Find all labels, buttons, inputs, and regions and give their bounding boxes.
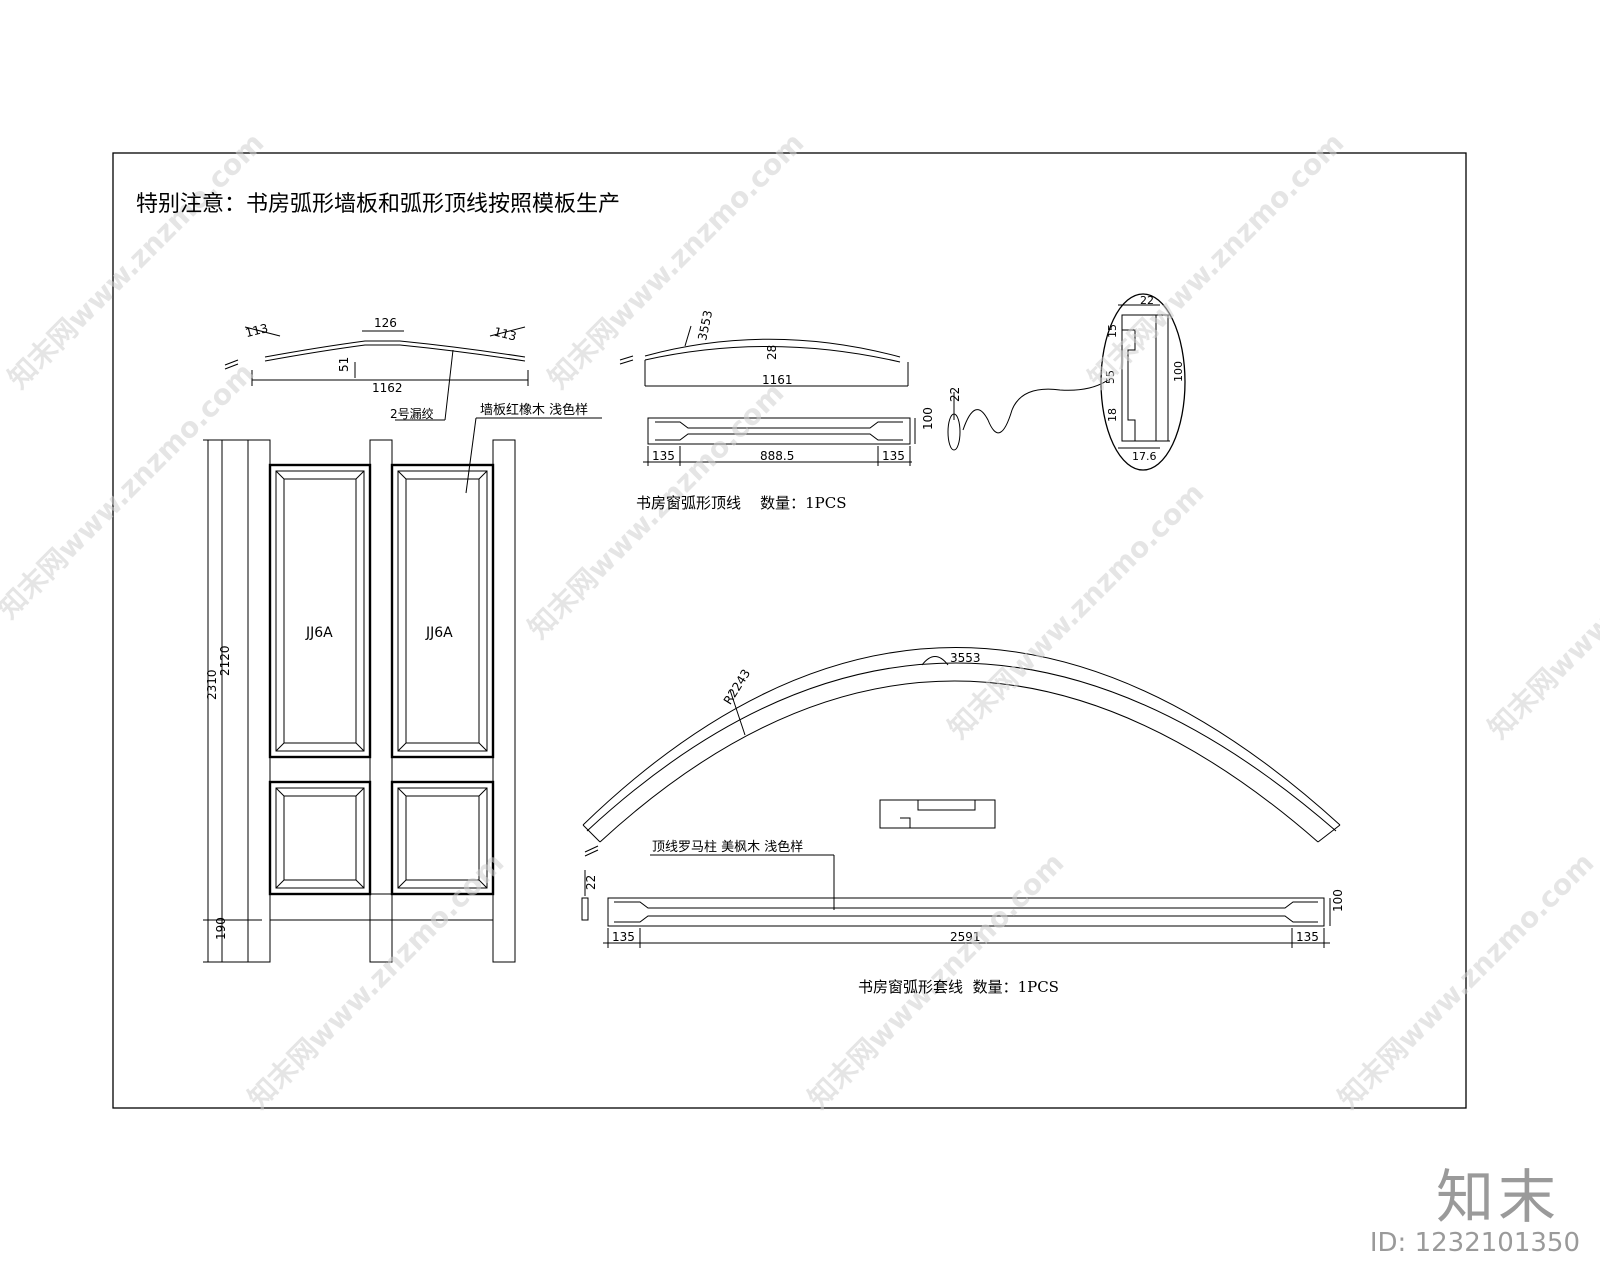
dim-text: 3553 [695,309,715,342]
right-upper-panel-outer [390,463,495,759]
dim-text: 55 [1104,370,1117,384]
top-molding-caption-text: 书房窗弧形顶线 [636,494,742,512]
dim-height-190: 190 [214,917,228,940]
watermark: 知末网www.znzmo.com [2,126,271,395]
dim-text: 100 [1331,889,1345,912]
profile-detail [962,293,1186,471]
arch-casing-caption-text: 书房窗弧形套线 [858,978,964,996]
brand-logo: 知末 [1435,1163,1560,1231]
top-molding-qty: 数量：1PCS [760,494,847,512]
image-id: ID: 1232101350 [1369,1228,1580,1258]
top-molding-caption: 书房窗弧形顶线 数量：1PCS [636,492,846,513]
arch-casing-drawing [581,647,1341,948]
dim-text: 28 [765,345,779,360]
panel-label-right: JJ6A [425,625,453,641]
watermark: 知末网www.znzmo.com [0,356,260,625]
detail-ellipse [1100,293,1186,471]
watermark: 知末网www.znzmo.com [942,476,1211,745]
panel-section-profile-bottom [264,344,526,362]
dim-text: 1161 [762,373,793,387]
profile-detail-dim-text: 22 15 55 100 18 17.6 [1104,294,1185,463]
dim-text: 100 [1172,361,1185,382]
dim-text: 15 [1106,324,1119,338]
dim-height-2310: 2310 [205,669,219,700]
dim-text: 22 [948,387,962,402]
left-upper-panel-outer [268,463,372,759]
dim-text: 135 [652,449,675,463]
stile-middle [369,439,393,963]
door-dim-text: 2310 2120 190 JJ6A JJ6A [205,625,453,940]
top-molding-drawing [619,325,961,466]
leader-wall-panel [465,417,477,494]
dim-text: 22 [1140,294,1154,307]
dim-113-right-line [489,326,526,337]
callout-text: 顶线罗马柱 美枫木 浅色样 [652,839,803,855]
callout-text: 2号漏绞 [390,406,434,421]
panel-section-profile-top [264,340,526,358]
arch-casing-caption: 书房窗弧形套线 数量：1PCS [858,976,1059,997]
dim-text: 113 [492,325,518,344]
dim-text: R2243 [721,667,753,707]
dim-text: 888.5 [760,449,794,463]
callout-text: 墙板红橡木 浅色样 [480,402,588,418]
dim-text: 100 [921,407,935,430]
top-molding-strip [647,417,911,445]
wall-panel-dim-text: 113 126 113 51 1162 2号漏绞 墙板红橡木 浅色样 [244,316,588,421]
top-molding-arc-outer [644,338,901,358]
left-lower-panel-outer [268,780,372,896]
dim-text: 126 [374,316,397,330]
watermark: 知末网www.znzmo.com [242,846,511,1115]
arch-casing-qty: 数量：1PCS [972,978,1059,996]
arch-casing-dim-text: 3553 R2243 22 135 2591 135 100 顶线罗马柱 美枫木… [584,651,1345,944]
wall-panel-section [224,326,602,494]
stile-right [492,439,516,963]
dim-text: 17.6 [1132,450,1157,463]
dim-text: 135 [612,930,635,944]
stile-left [247,439,271,963]
arch-casing-section [879,799,996,829]
dim-text: 3553 [950,651,981,665]
dim-text: 51 [337,357,351,372]
dim-113-left-line [244,326,281,337]
dim-text: 135 [1296,930,1319,944]
dim-text: 113 [244,321,270,340]
watermark: 知末网www.znzmo.com [1082,126,1351,395]
dim-text: 22 [584,875,598,890]
dim-height-2120: 2120 [218,645,232,676]
drawing-frame [112,152,1467,1109]
leader-2-hinge [444,349,454,421]
top-molding-dim-text: 3553 28 1161 135 888.5 135 100 22 [652,309,962,463]
panel-label-left: JJ6A [305,625,333,641]
dim-text: 18 [1106,408,1119,422]
detail-leader-curve [962,379,1109,434]
door-elevation [203,439,516,963]
watermark: 知末网www.znzmo.com [1482,476,1600,745]
dim-text: 1162 [372,381,403,395]
watermark-layer: 知末网www.znzmo.com 知末网www.znzmo.com 知末网www… [0,126,1600,1115]
drawing-note-title: 特别注意：书房弧形墙板和弧形顶线按照模板生产 [136,192,621,217]
arch-inner [599,680,1319,843]
dim-text: 2591 [950,930,981,944]
arch-outer [582,647,1341,826]
dim-text: 135 [882,449,905,463]
arch-casing-strip [607,897,1325,927]
